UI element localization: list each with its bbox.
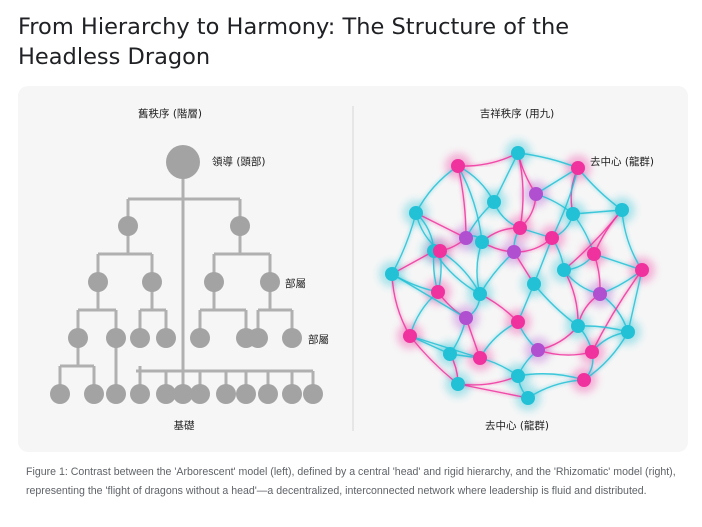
subordinate-node — [204, 272, 224, 292]
network-node — [571, 319, 585, 333]
network-node — [593, 287, 607, 301]
diagram-canvas: 舊秩序 (階層) 領導 (頭部) 部屬 部屬 基礎 吉祥秩序 (用九) 去中心 … — [50, 106, 655, 432]
network-node — [451, 159, 465, 173]
network-node — [385, 267, 399, 281]
network-node — [511, 315, 525, 329]
subordinate-node — [236, 384, 256, 404]
subordinate-node — [190, 384, 210, 404]
network-link — [391, 273, 467, 319]
network-link-glow — [479, 292, 520, 324]
network-node — [403, 329, 417, 343]
subordinate-node — [258, 384, 278, 404]
network-node — [511, 369, 525, 383]
network-node — [521, 391, 535, 405]
subordinate-node — [190, 328, 210, 348]
network-node — [635, 263, 649, 277]
subordinate-node — [282, 328, 302, 348]
subordinate-node — [260, 272, 280, 292]
network-node — [459, 311, 473, 325]
network-node — [587, 247, 601, 261]
subordinate-node — [106, 328, 126, 348]
network-nodes — [385, 146, 649, 405]
network-link-glow — [478, 250, 516, 296]
network-node — [451, 377, 465, 391]
network-node — [527, 277, 541, 291]
subordinate-node — [50, 384, 70, 404]
left-panel-heading: 舊秩序 (階層) — [138, 107, 202, 120]
network-node — [507, 245, 521, 259]
network-node — [409, 206, 423, 220]
subordinate-node — [173, 384, 193, 404]
subordinate-node — [130, 384, 150, 404]
network-node — [433, 244, 447, 258]
network-node — [615, 203, 629, 217]
page-title: From Hierarchy to Harmony: The Structure… — [18, 14, 570, 70]
subordinate-node — [282, 384, 302, 404]
network-node — [621, 325, 635, 339]
subordinate-node — [156, 328, 176, 348]
leader-label: 領導 (頭部) — [212, 155, 266, 168]
subordinate-node — [248, 328, 268, 348]
subordinate-node — [88, 272, 108, 292]
network-node — [531, 343, 545, 357]
network-link — [563, 209, 623, 271]
subordinate-node — [68, 328, 88, 348]
network-node — [577, 373, 591, 387]
network-link-glow — [576, 166, 624, 212]
subordinate-node — [118, 216, 138, 236]
subordinate-node — [84, 384, 104, 404]
network-node — [487, 195, 501, 209]
network-node — [443, 347, 457, 361]
subordinate-node — [156, 384, 176, 404]
subordinate-node — [142, 272, 162, 292]
network-link — [591, 269, 643, 353]
figure-caption: Figure 1: Contrast between the 'Arboresc… — [26, 466, 676, 497]
network-link — [457, 165, 483, 243]
diagram-figure: 舊秩序 (階層) 領導 (頭部) 部屬 部屬 基礎 吉祥秩序 (用九) 去中心 … — [18, 86, 688, 452]
network-node — [475, 235, 489, 249]
network-node — [566, 207, 580, 221]
leader-node — [166, 145, 200, 179]
subordinate-node — [130, 328, 150, 348]
base-label: 基礎 — [174, 419, 195, 432]
hierarchy-nodes — [50, 145, 323, 404]
subordinate-node — [303, 384, 323, 404]
network-node — [459, 231, 473, 245]
decentralized-label-top: 去中心 (龍群) — [590, 155, 654, 168]
network-node — [511, 146, 525, 160]
subordinate-node — [106, 384, 126, 404]
subordinate-label: 部屬 — [308, 333, 329, 346]
network-link — [517, 152, 524, 229]
subordinate-label: 部屬 — [285, 277, 306, 290]
network-node — [529, 187, 543, 201]
network-links — [390, 151, 644, 400]
network-node — [571, 161, 585, 175]
network-node — [557, 263, 571, 277]
right-panel-heading: 吉祥秩序 (用九) — [480, 107, 555, 120]
network-node — [473, 287, 487, 301]
network-node — [545, 231, 559, 245]
subordinate-node — [216, 384, 236, 404]
network-node — [513, 221, 527, 235]
network-node — [585, 345, 599, 359]
decentralized-label-bottom: 去中心 (龍群) — [485, 419, 549, 432]
network-node — [473, 351, 487, 365]
subordinate-node — [230, 216, 250, 236]
network-link-glow — [478, 320, 519, 360]
network-node — [431, 285, 445, 299]
